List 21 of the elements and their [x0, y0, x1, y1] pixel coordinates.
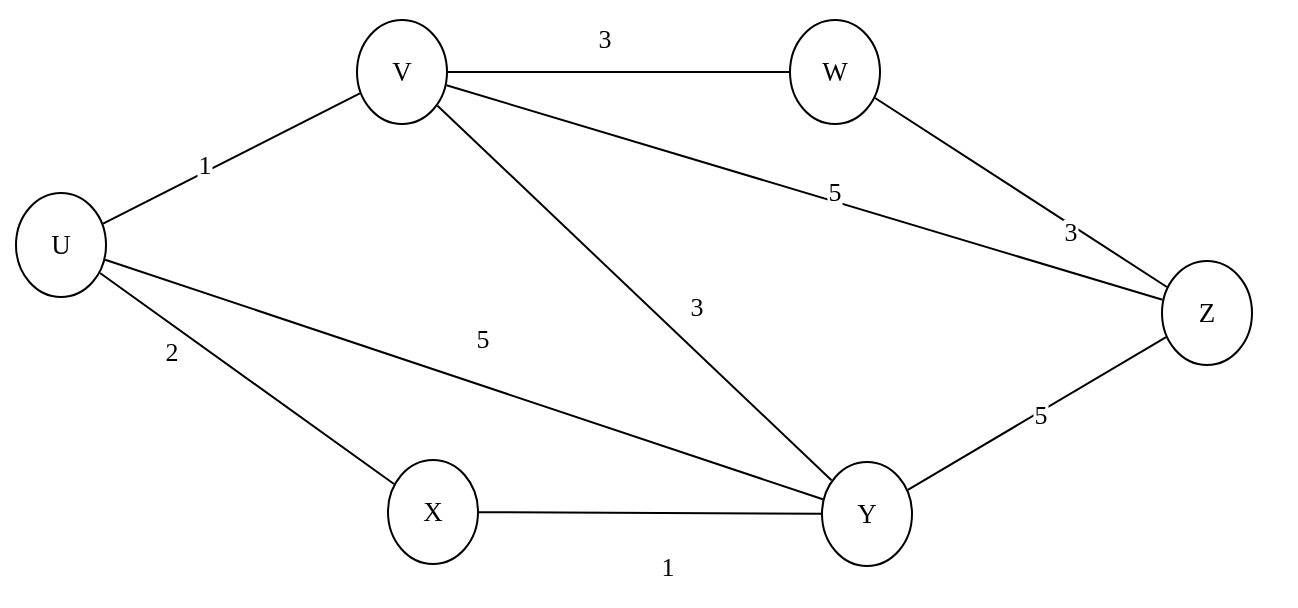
- graph-node: [356, 19, 448, 125]
- graph-node: [387, 459, 479, 565]
- edge-line: [447, 71, 790, 73]
- edge-line: [906, 336, 1168, 491]
- node-label: Y: [857, 500, 877, 528]
- node-label: U: [51, 231, 71, 259]
- node-label: X: [423, 498, 443, 526]
- edge-line: [102, 92, 361, 225]
- node-label: W: [822, 58, 848, 86]
- node-label: Z: [1198, 299, 1216, 327]
- edge-line: [436, 104, 833, 482]
- edge-line: [104, 258, 824, 501]
- edge-line: [874, 97, 1168, 288]
- node-label: V: [392, 58, 412, 86]
- edge-line: [445, 84, 1164, 301]
- graph-node: [1161, 260, 1253, 366]
- edge-line: [99, 272, 395, 485]
- graph-node: [821, 461, 913, 567]
- graph-node: [15, 192, 107, 298]
- graph-node: [789, 19, 881, 125]
- edge-line: [478, 511, 822, 515]
